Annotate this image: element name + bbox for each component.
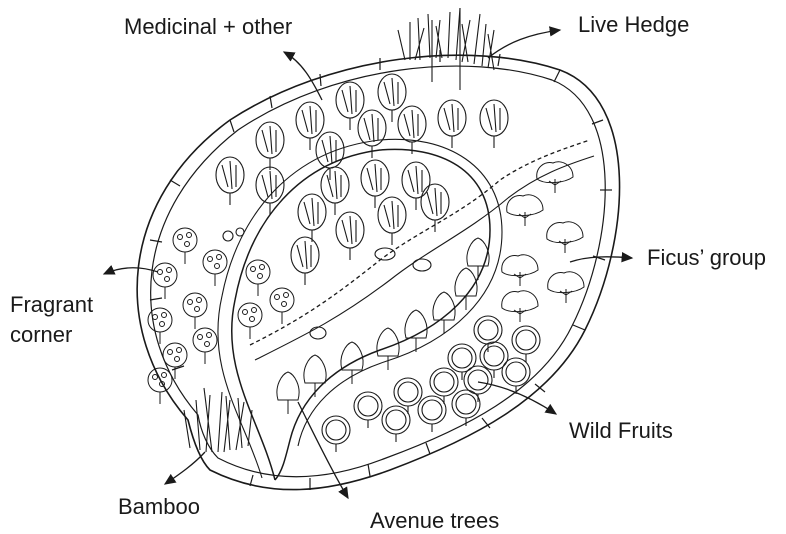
medicinal-trees <box>216 74 508 285</box>
live-hedge-grass <box>398 8 494 90</box>
ficus-trees <box>502 162 584 322</box>
arrow-medicinal <box>284 52 322 100</box>
label-ficus-group: Ficus’ group <box>647 245 766 271</box>
wild-fruit-trees <box>322 316 540 452</box>
fragrant-shrubs <box>148 228 294 404</box>
label-bamboo: Bamboo <box>118 494 200 520</box>
label-fragrant-line2: corner <box>10 320 93 350</box>
label-fragrant-line1: Fragrant <box>10 290 93 320</box>
arrow-fragrant <box>104 268 158 274</box>
arrow-bamboo <box>165 452 205 484</box>
label-wild-fruits: Wild Fruits <box>569 418 673 444</box>
fence-posts <box>150 50 612 490</box>
arrow-ficus <box>570 257 632 262</box>
label-live-hedge: Live Hedge <box>578 12 689 38</box>
stream <box>250 140 590 345</box>
label-medicinal: Medicinal + other <box>124 14 292 40</box>
label-fragrant-corner: Fragrant corner <box>10 290 93 350</box>
arrow-live-hedge <box>488 30 560 58</box>
label-avenue-trees: Avenue trees <box>370 508 499 534</box>
